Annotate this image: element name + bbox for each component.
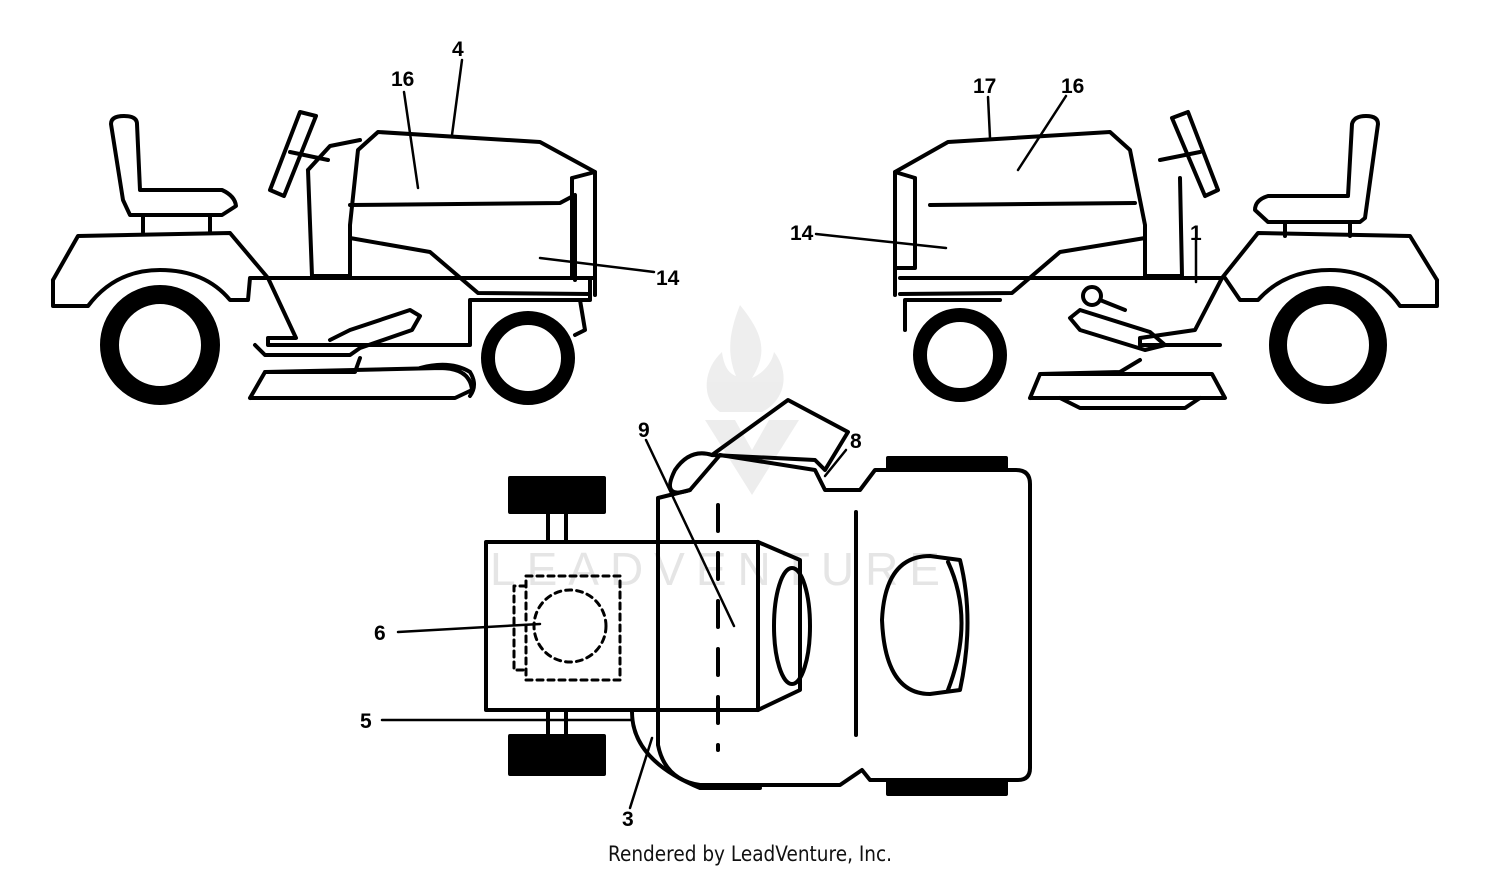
top-deck-outline (656, 453, 1032, 787)
top-rear-tire-bottom (508, 734, 606, 776)
left-steering-column (306, 130, 597, 297)
top-steering-wheel (772, 566, 812, 686)
right-seat-back (1253, 114, 1380, 224)
callout-left-14: 14 (656, 267, 680, 290)
right-steering-wheel (1158, 110, 1220, 198)
footer-credit: Rendered by LeadVenture, Inc. (607, 842, 893, 866)
callout-top-3: 3 (622, 808, 634, 831)
top-fuel-area-outer (512, 584, 528, 672)
watermark-text: LEADVENTURE (490, 543, 951, 595)
top-deck-curve (668, 451, 714, 495)
right-rear-wheel (1269, 286, 1387, 404)
callout-right-14: 14 (790, 222, 814, 245)
callout-left-4: 4 (452, 38, 464, 61)
left-chassis (266, 276, 592, 347)
top-steering-neck (756, 540, 802, 712)
callout-left-16: 16 (391, 68, 414, 91)
left-hood (348, 170, 597, 296)
watermark-flame-icon (706, 305, 784, 412)
left-deck (248, 356, 476, 400)
left-footrest (253, 308, 422, 357)
top-front-tire-top (886, 456, 1008, 472)
right-front-wheel (913, 308, 1007, 402)
right-deck (1028, 358, 1227, 410)
top-deck-belt (630, 710, 762, 790)
top-rear-axle (546, 510, 568, 738)
top-fuel-area (524, 574, 622, 682)
top-fuel-cap (532, 588, 608, 664)
top-rear-tire-top (508, 476, 606, 514)
right-hood (893, 170, 1147, 296)
left-front-bumper (573, 298, 587, 337)
callout-top-8: 8 (850, 430, 862, 453)
mower-right-side-view (893, 110, 1439, 410)
left-steering-wheel (268, 110, 330, 198)
mower-left-side-view (51, 110, 597, 400)
left-rear-fender (51, 231, 302, 308)
callout-right-16: 16 (1061, 75, 1084, 98)
top-front-grille (880, 554, 970, 696)
right-chassis (898, 276, 1224, 347)
right-steering-column (893, 130, 1184, 297)
leader-lines (380, 58, 1198, 810)
right-control-lever (1098, 298, 1127, 312)
callout-right-1: 1 (1190, 222, 1202, 245)
leader-right-14 (814, 232, 948, 250)
right-rear-fender (1220, 231, 1439, 308)
left-rear-wheel-tire (101, 286, 219, 404)
leader-top-9 (644, 438, 736, 628)
top-discharge-chute (710, 398, 850, 472)
left-front-wheel (481, 311, 575, 405)
callout-top-9: 9 (638, 419, 650, 442)
right-footrest (1068, 308, 1167, 352)
leader-right-17 (986, 95, 992, 140)
callout-right-17: 17 (973, 75, 996, 98)
leader-left-16 (402, 90, 420, 190)
callout-top-5: 5 (360, 710, 372, 733)
left-seat-base (141, 213, 212, 234)
leader-top-6 (396, 622, 542, 634)
left-seat-back (109, 114, 238, 217)
top-front-tire-bottom (886, 778, 1008, 796)
leader-left-4 (450, 58, 464, 137)
callout-top-6: 6 (374, 622, 386, 645)
leader-top-8 (823, 448, 848, 478)
right-control-knob (1081, 285, 1103, 307)
leader-left-14 (538, 256, 656, 274)
leader-top-3 (628, 736, 654, 810)
mower-top-view (484, 398, 1032, 796)
leader-right-16 (1016, 94, 1068, 172)
decal-diagram: LEADVENTURE (51, 38, 1439, 831)
